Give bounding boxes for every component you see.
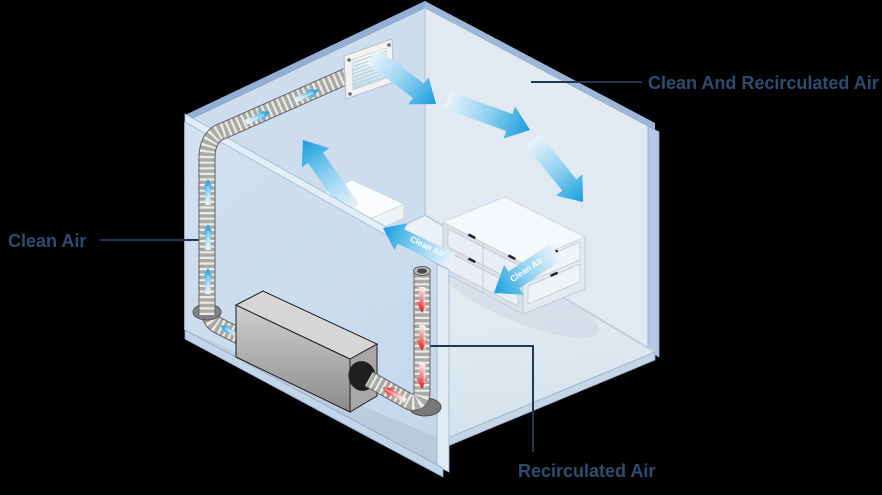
drawer-handle	[550, 271, 558, 277]
room-back-right-wall	[424, 1, 660, 358]
wall-top-edge	[185, 1, 425, 122]
duct-flow-arrow-label: Clean Air	[207, 230, 211, 245]
duct-flow-arrow-label: Recirculated Air	[423, 364, 427, 389]
duct-flow-arrow-label: Clean Air	[207, 274, 211, 289]
wall-top-edge	[425, 1, 655, 130]
front-wall-bottom-edge	[184, 329, 444, 478]
duct-flow-arrow-label: Clean Air	[299, 91, 314, 101]
duct-flow-arrow-label: Clean Air	[250, 113, 265, 123]
screw	[347, 58, 351, 62]
airflow-arrow-right	[443, 91, 530, 139]
screw	[387, 43, 391, 47]
recirculated-air-label: Recirculated Air	[518, 461, 655, 481]
front-wall-cut-edge	[436, 263, 450, 473]
screw	[348, 92, 352, 96]
duct-flow-arrow-label: Clean Air	[207, 185, 211, 200]
recirculated-air-duct: Recirculated Air Recirculated Air Recirc…	[364, 266, 442, 417]
recirculated-leader	[428, 345, 534, 452]
leader-lines	[100, 81, 642, 452]
duct-flow-arrow-label: Recirculated Air	[423, 326, 427, 351]
drawer-handle	[468, 257, 476, 263]
clean-air-duct: Clean Air Clean Air Clean Air Clean Air …	[192, 68, 351, 351]
duct-flow-arrow-label: Clean Air	[224, 327, 239, 337]
clean-and-recirculated-air-label: Clean And Recirculated Air	[648, 73, 879, 93]
airflow-arrow-down-right	[526, 134, 583, 202]
drawer-handle	[508, 254, 516, 260]
duct-flow-arrow-label: Recirculated Air	[423, 288, 427, 313]
airflow-arrow-from-vent	[366, 48, 436, 105]
drawer-handle	[468, 233, 476, 239]
airflow-arrow-up-left	[301, 140, 360, 216]
wall-cut-edge	[647, 125, 660, 358]
drawer	[527, 263, 581, 305]
ac-unit	[234, 290, 379, 413]
clean-air-label: Clean Air	[8, 231, 86, 251]
